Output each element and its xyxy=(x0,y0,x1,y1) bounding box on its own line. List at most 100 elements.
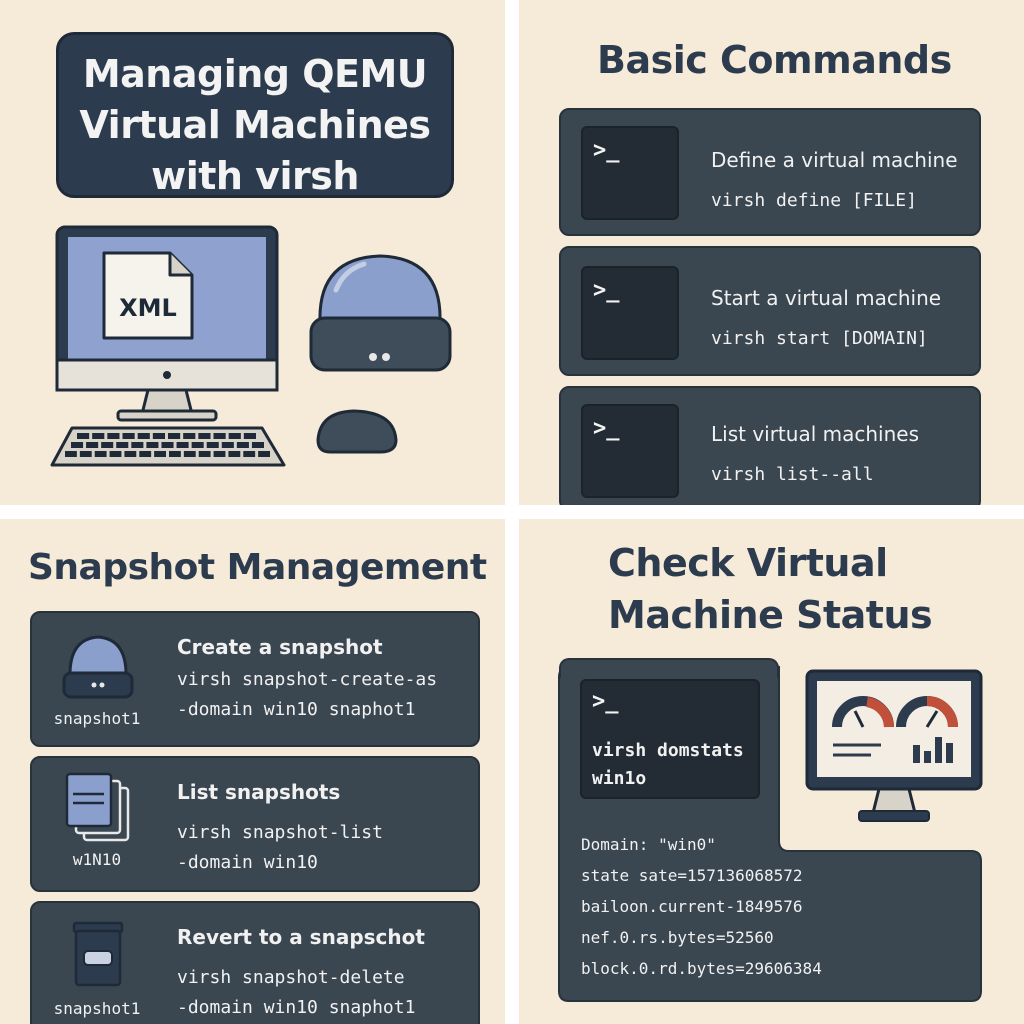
keyboard-key xyxy=(258,451,270,457)
title-line-3: with virsh xyxy=(151,154,359,198)
code-line: -domain win10 snaphot1 xyxy=(177,699,416,720)
keyboard-key xyxy=(109,451,122,457)
keyboard-icon xyxy=(50,426,286,467)
gauge-icon xyxy=(832,696,894,728)
keyboard-key xyxy=(206,442,219,448)
keyboard-key xyxy=(122,433,135,439)
snapshot-icon-label: snapshot1 xyxy=(53,999,141,1018)
keyboard-key xyxy=(236,442,249,448)
snapshot-action-title: List snapshots xyxy=(177,780,341,804)
snapshot-action-title: Revert to a snapschot xyxy=(177,925,425,949)
keyboard-key xyxy=(221,442,234,448)
snapshot-icon-label: w1N10 xyxy=(72,850,122,869)
title-line-1: Managing QEMU xyxy=(82,52,428,96)
keyboard-key xyxy=(86,442,99,448)
code-line: virsh snapshot-create-as xyxy=(177,669,438,690)
keyboard-key xyxy=(94,451,107,457)
trash-bin-icon xyxy=(72,921,124,987)
keyboard-key xyxy=(176,442,189,448)
command-line: virsh domstats xyxy=(592,740,744,761)
keyboard-key xyxy=(79,451,92,457)
bar-chart-icon xyxy=(913,737,953,763)
code-line: virsh snapshot-delete xyxy=(177,967,405,988)
keyboard-key xyxy=(107,433,120,439)
keyboard-key xyxy=(139,451,152,457)
status-title-line-2: Machine Status xyxy=(608,593,933,637)
prompt-glyph: >_ xyxy=(593,138,620,163)
code-line: virsh snapshot-list xyxy=(177,822,383,843)
snapshot-action-code: virsh snapshot-create-as -domain win10 s… xyxy=(177,665,437,725)
snapshot-card-create: snapshot1 Create a snapshot virsh snapsh… xyxy=(30,611,480,747)
keyboard-key xyxy=(116,442,129,448)
keyboard-key xyxy=(198,451,211,457)
dashboard-monitor-icon xyxy=(805,669,983,822)
section-title-snapshot-management: Snapshot Management xyxy=(28,547,487,588)
keyboard-key xyxy=(161,442,174,448)
command-card-define: >_ Define a virtual machine virsh define… xyxy=(559,108,981,236)
keyboard-key xyxy=(191,442,204,448)
snapshot-action-code: virsh snapshot-list -domain win10 xyxy=(177,818,383,878)
keyboard-key xyxy=(243,451,256,457)
keyboard-key xyxy=(213,451,226,457)
prompt-glyph: >_ xyxy=(593,416,620,441)
basic-commands-panel: Basic Commands >_ Define a virtual machi… xyxy=(519,0,1024,505)
keyboard-key xyxy=(152,433,165,439)
disk-drive-icon xyxy=(309,254,452,372)
prompt-glyph: >_ xyxy=(592,689,619,714)
command-description: Start a virtual machine xyxy=(711,286,942,310)
keyboard-key xyxy=(168,433,181,439)
mouse-icon xyxy=(316,409,398,454)
keyboard-key xyxy=(154,451,166,457)
terminal-icon: >_ virsh domstats win1o xyxy=(580,679,760,799)
status-output-line: bailoon.current-1849576 xyxy=(581,897,803,916)
main-title: Managing QEMU Virtual Machines with virs… xyxy=(56,32,454,198)
command-code: virsh list--all xyxy=(711,464,874,485)
keyboard-key xyxy=(251,442,264,448)
keyboard-key xyxy=(169,451,181,457)
status-output-line: Domain: "win0" xyxy=(581,835,716,854)
keyboard-key xyxy=(198,433,211,439)
stacked-pages-icon xyxy=(65,772,130,842)
command-card-list: >_ List virtual machines virsh list--all xyxy=(559,386,981,505)
section-title-basic-commands: Basic Commands xyxy=(597,38,952,82)
terminal-icon: >_ xyxy=(581,126,679,220)
command-description: Define a virtual machine xyxy=(711,148,958,172)
keyboard-key xyxy=(228,451,241,457)
title-line-2: Virtual Machines xyxy=(79,103,431,147)
xml-file-icon: XML xyxy=(102,251,194,340)
section-title-status: Check Virtual Machine Status xyxy=(608,537,933,641)
status-command: virsh domstats win1o xyxy=(592,737,744,793)
command-code: virsh start [DOMAIN] xyxy=(711,328,928,349)
gauge-icon xyxy=(896,696,958,728)
terminal-icon: >_ xyxy=(581,266,679,360)
status-output-line: nef.0.rs.bytes=52560 xyxy=(581,928,774,947)
code-line: -domain win10 xyxy=(177,852,318,873)
command-card-start: >_ Start a virtual machine virsh start [… xyxy=(559,246,981,376)
keyboard-key xyxy=(137,433,150,439)
keyboard-key xyxy=(124,451,137,457)
keyboard-key xyxy=(65,451,77,457)
snapshot-management-panel: Snapshot Management snapshot1 Create a s… xyxy=(0,519,505,1024)
computer-illustration: XML xyxy=(50,225,452,467)
command-line: win1o xyxy=(592,768,647,789)
keyboard-key xyxy=(243,433,256,439)
snapshot-action-code: virsh snapshot-delete -domain win10 snap… xyxy=(177,963,415,1023)
keyboard-key xyxy=(213,433,226,439)
command-description: List virtual machines xyxy=(711,422,919,446)
keyboard-key xyxy=(228,433,241,439)
keyboard-key xyxy=(77,433,90,439)
keyboard-key xyxy=(71,442,84,448)
command-code: virsh define [FILE] xyxy=(711,190,917,211)
keyboard-key xyxy=(183,433,196,439)
status-output-line: block.0.rd.bytes=29606384 xyxy=(581,959,822,978)
snapshot-card-revert: snapshot1 Revert to a snapschot virsh sn… xyxy=(30,901,480,1024)
keyboard-key xyxy=(92,433,105,439)
keyboard-key xyxy=(131,442,144,448)
terminal-icon: >_ xyxy=(581,404,679,498)
keyboard-key xyxy=(101,442,114,448)
keyboard-key xyxy=(146,442,159,448)
snapshot-icon-label: snapshot1 xyxy=(53,709,141,728)
snapshot-card-list: w1N10 List snapshots virsh snapshot-list… xyxy=(30,756,480,892)
snapshot-action-title: Create a snapshot xyxy=(177,635,383,659)
keyboard-key xyxy=(183,451,196,457)
